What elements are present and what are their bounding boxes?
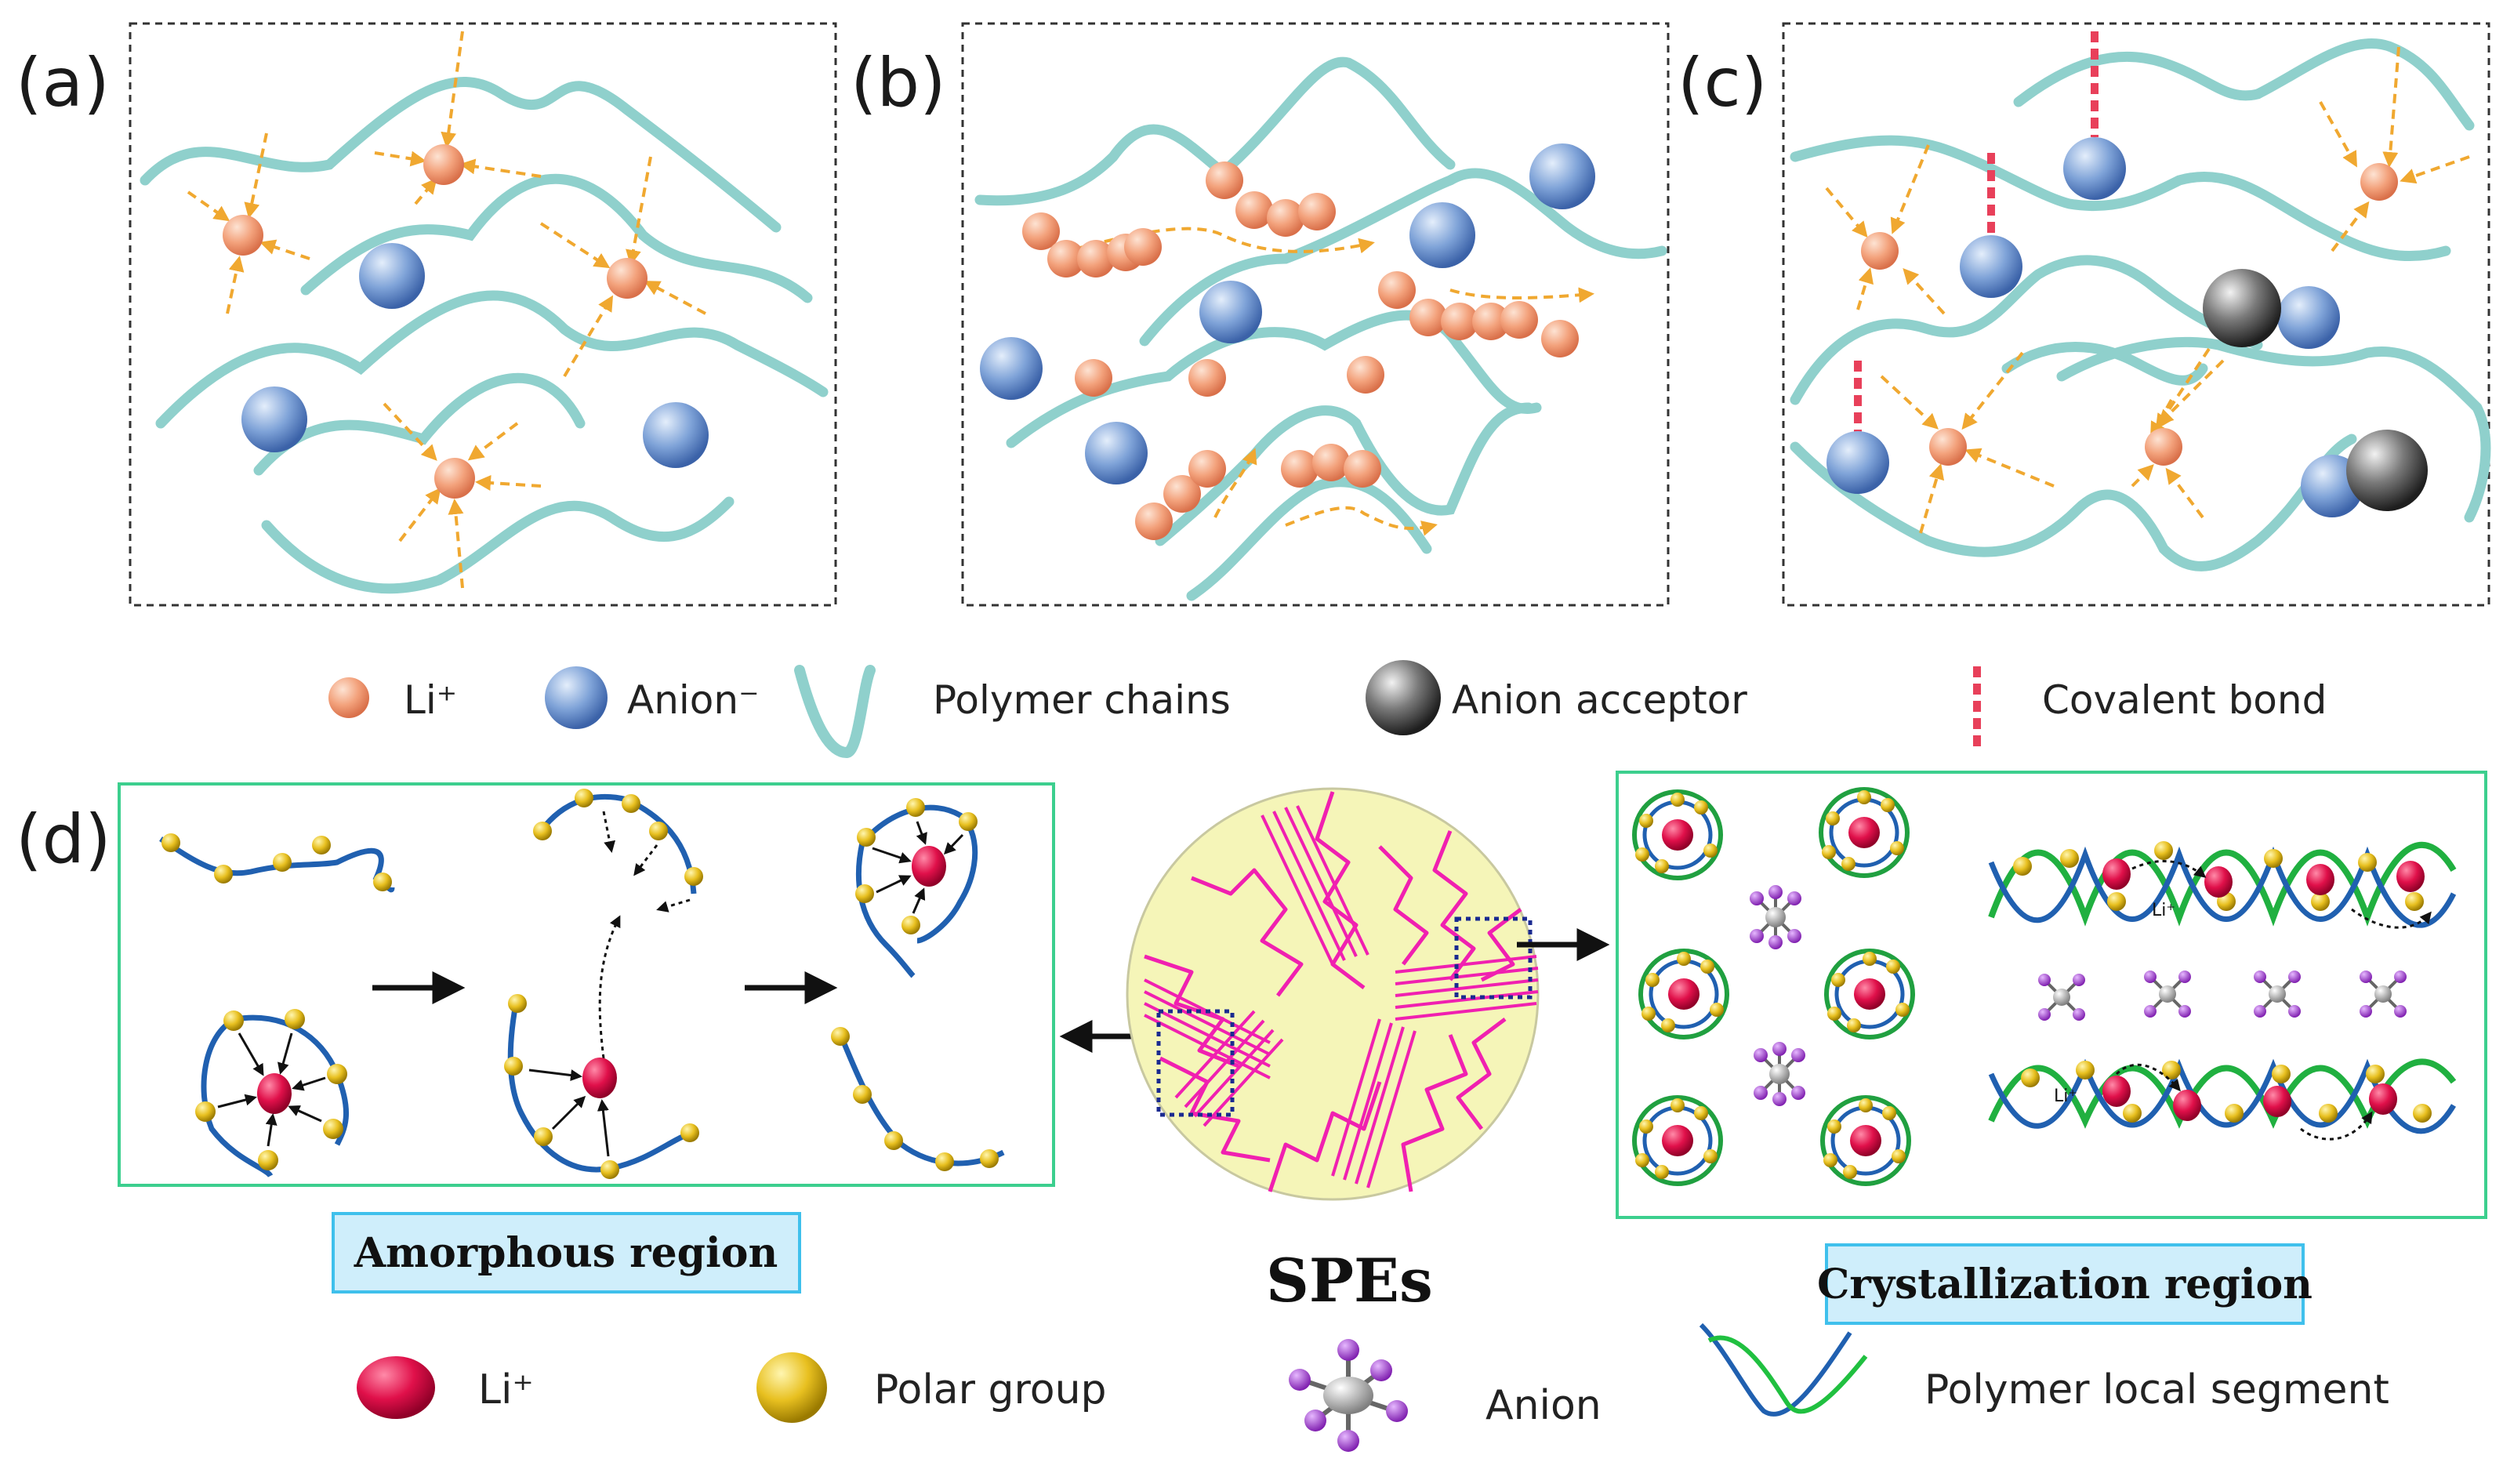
amorphous-region-label: Amorphous region — [354, 1229, 778, 1277]
legend-anion-label: Anion⁻ — [627, 677, 759, 723]
panel-a-li-ions — [223, 144, 648, 499]
panel-a-polymer-chains — [140, 77, 829, 594]
panel-a-frame — [129, 22, 837, 607]
legend-polar-group-swatch — [756, 1352, 827, 1423]
crystallization-anions — [1750, 885, 2407, 1106]
legend-anion-swatch — [545, 666, 608, 729]
legend-polymer-segment-swatch — [1699, 1323, 1868, 1417]
legend-anion-acceptor-swatch — [1366, 660, 1441, 735]
amorphous-chain-captured — [855, 798, 978, 978]
panel-c-frame — [1782, 22, 2490, 607]
amorphous-chain-partial — [504, 994, 699, 1179]
legend-li-label: Li⁺ — [404, 677, 457, 723]
amorphous-frame — [118, 782, 1055, 1187]
panel-c: (c) — [1678, 22, 2491, 607]
panel-d-label: (d) — [16, 800, 111, 879]
legend-polar-group-label: Polar group — [874, 1366, 1107, 1413]
amorphous-chain-coordinated — [195, 1009, 350, 1178]
legend-polymer-chains-label: Polymer chains — [933, 677, 1231, 723]
spes-label: SPEs — [1266, 1246, 1433, 1315]
panel-c-label: (c) — [1678, 44, 1767, 122]
crystallization-li-small-upper: Li⁺ — [2152, 901, 2175, 920]
panel-c-anion-acceptors — [2203, 269, 2428, 511]
panel-b: (b) — [851, 22, 1670, 607]
panel-d: (d) — [16, 771, 2487, 1325]
crystallization-helix-upper: Li⁺ — [1988, 841, 2457, 929]
amorphous-region-box: Amorphous region — [332, 1212, 801, 1294]
amorphous-chain-released — [831, 1027, 1005, 1171]
legend-bottom-anion-label: Anion — [1485, 1382, 1602, 1429]
panel-a-arrows — [187, 31, 706, 589]
crystallization-helix-cross-sections — [1632, 787, 1915, 1186]
panel-c-anions — [1826, 137, 2363, 517]
panel-b-li-ions — [1022, 161, 1579, 540]
panel-c-li-ions — [1861, 163, 2398, 466]
panel-b-polymer-chains — [974, 56, 1667, 601]
panel-c-covalent-bonds — [1854, 31, 2099, 435]
panel-a: (a) — [16, 22, 837, 607]
panel-c-polymer-chains — [1790, 38, 2491, 571]
legend-bottom-li-label: Li⁺ — [478, 1366, 534, 1413]
panel-c-arrows — [1825, 46, 2470, 534]
legend-bottom-li-swatch — [357, 1356, 435, 1419]
legend-polymer-local-segment-label: Polymer local segment — [1924, 1366, 2389, 1413]
legend-li-swatch — [328, 677, 369, 718]
panel-b-label: (b) — [851, 44, 946, 122]
crystallization-li-small-lower: Li⁺ — [2054, 1087, 2077, 1106]
panel-a-anions — [241, 243, 709, 468]
amorphous-chain-hopping — [533, 789, 703, 1059]
legend-covalent-bond-label: Covalent bond — [2042, 677, 2327, 723]
legend-anion-molecule-swatch — [1289, 1339, 1408, 1452]
crystallization-frame — [1616, 771, 2487, 1219]
crystallization-region-label: Crystallization region — [1817, 1261, 2313, 1308]
panel-a-label: (a) — [16, 44, 110, 122]
crystallization-helix-lower: Li⁺ — [1988, 1058, 2457, 1141]
spes-circle — [1126, 787, 1540, 1201]
panel-b-anions — [980, 143, 1595, 484]
amorphous-chain-straight — [159, 833, 395, 893]
legend-bottom: Li⁺ Polar group Anion Polymer local segm… — [357, 1323, 2389, 1452]
legend-polymer-chain-swatch — [794, 665, 876, 759]
crystallization-region-box: Crystallization region — [1817, 1243, 2313, 1325]
legend-top: Li⁺ Anion⁻ Polymer chains Anion acceptor… — [328, 660, 2327, 759]
legend-anion-acceptor-label: Anion acceptor — [1452, 677, 1747, 723]
panel-b-frame — [961, 22, 1670, 607]
